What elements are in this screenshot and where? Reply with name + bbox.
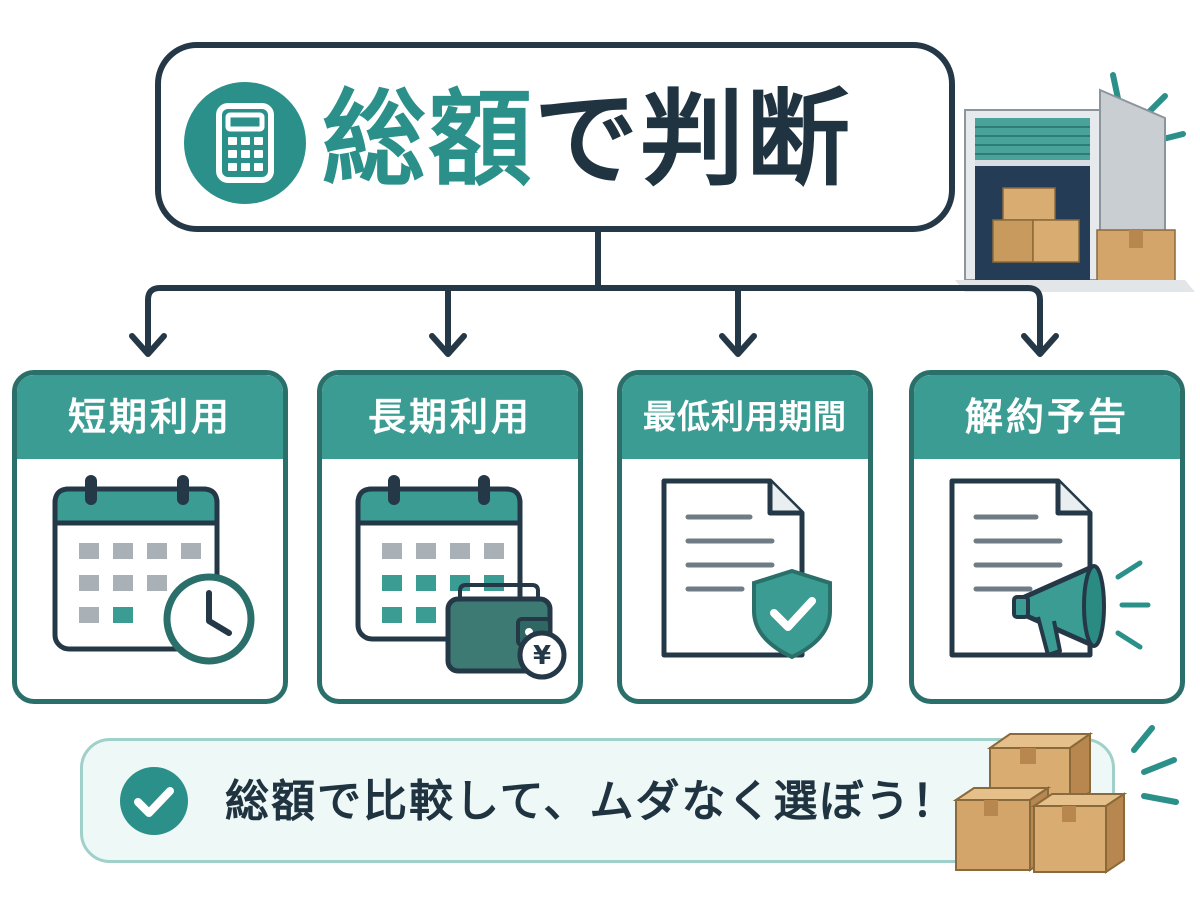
- card-short-term: 短期利用: [12, 370, 288, 704]
- title-accent: 総額: [322, 78, 535, 200]
- calendar-wallet-yen-icon: ¥: [355, 475, 567, 680]
- card-label: 解約予告: [914, 375, 1180, 459]
- calendar-clock-icon: [52, 475, 255, 665]
- card-label: 最低利用期間: [622, 375, 868, 459]
- yen-symbol: ¥: [533, 641, 551, 671]
- cardboard-boxes-icon: [952, 725, 1179, 874]
- summary-banner: [80, 738, 1115, 863]
- title-rest: で判断: [534, 78, 853, 200]
- page-title: 総額で判断: [322, 64, 852, 214]
- card-minimum-period: 最低利用期間: [617, 370, 873, 704]
- card-long-term: 長期利用 ¥: [317, 370, 583, 704]
- card-label: 長期利用: [322, 375, 578, 459]
- banner-text: 総額で比較して、ムダなく選ぼう！: [225, 776, 958, 827]
- calculator-icon: [184, 82, 306, 204]
- check-circle-icon: [120, 767, 188, 835]
- card-label: 短期利用: [17, 375, 283, 459]
- card-cancellation-notice: 解約予告: [909, 370, 1185, 704]
- flow-connectors: [129, 229, 1059, 357]
- document-shield-check-icon: [661, 478, 832, 660]
- document-megaphone-icon: [949, 478, 1151, 658]
